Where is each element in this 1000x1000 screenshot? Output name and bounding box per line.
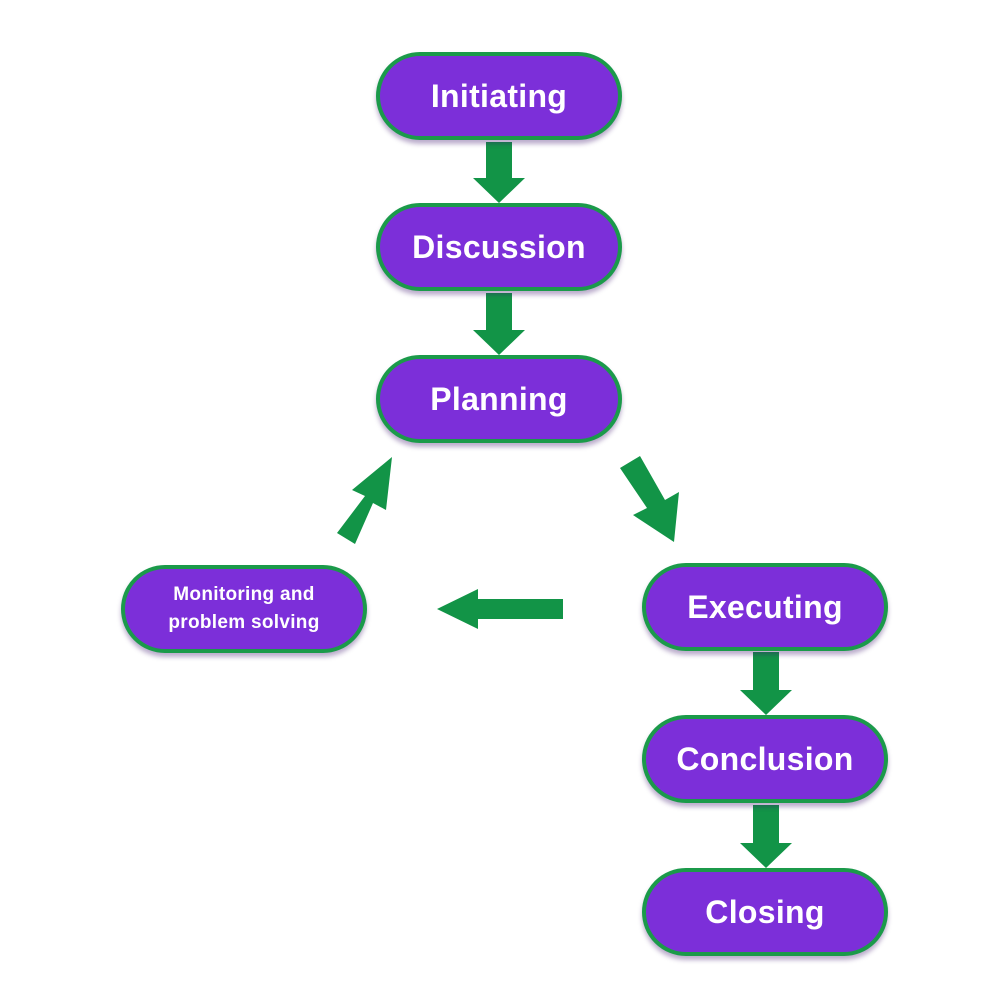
node-discussion-label: Discussion <box>412 228 586 265</box>
arrow-monitoring-to-planning <box>337 457 392 544</box>
node-monitoring-label-line1: Monitoring and <box>173 584 315 605</box>
node-monitoring-label: Monitoring and problem solving <box>168 581 319 637</box>
node-monitoring: Monitoring and problem solving <box>121 565 367 653</box>
node-executing: Executing <box>642 563 888 651</box>
node-closing: Closing <box>642 868 888 956</box>
node-conclusion: Conclusion <box>642 715 888 803</box>
node-executing-label: Executing <box>687 588 843 625</box>
node-conclusion-label: Conclusion <box>676 740 854 777</box>
arrow-conclusion-to-closing <box>740 805 792 868</box>
arrow-discussion-to-planning <box>473 293 525 355</box>
node-closing-label: Closing <box>705 893 825 930</box>
arrow-planning-to-executing <box>620 456 679 542</box>
arrow-executing-to-monitoring <box>437 589 563 629</box>
node-planning: Planning <box>376 355 622 443</box>
arrow-executing-to-conclusion <box>740 652 792 715</box>
node-initiating-label: Initiating <box>430 77 568 114</box>
node-monitoring-label-line2: problem solving <box>168 612 320 633</box>
node-initiating: Initiating <box>376 52 622 140</box>
node-planning-label: Planning <box>430 380 568 417</box>
node-discussion: Discussion <box>376 203 622 291</box>
arrow-initiating-to-discussion <box>473 142 525 203</box>
